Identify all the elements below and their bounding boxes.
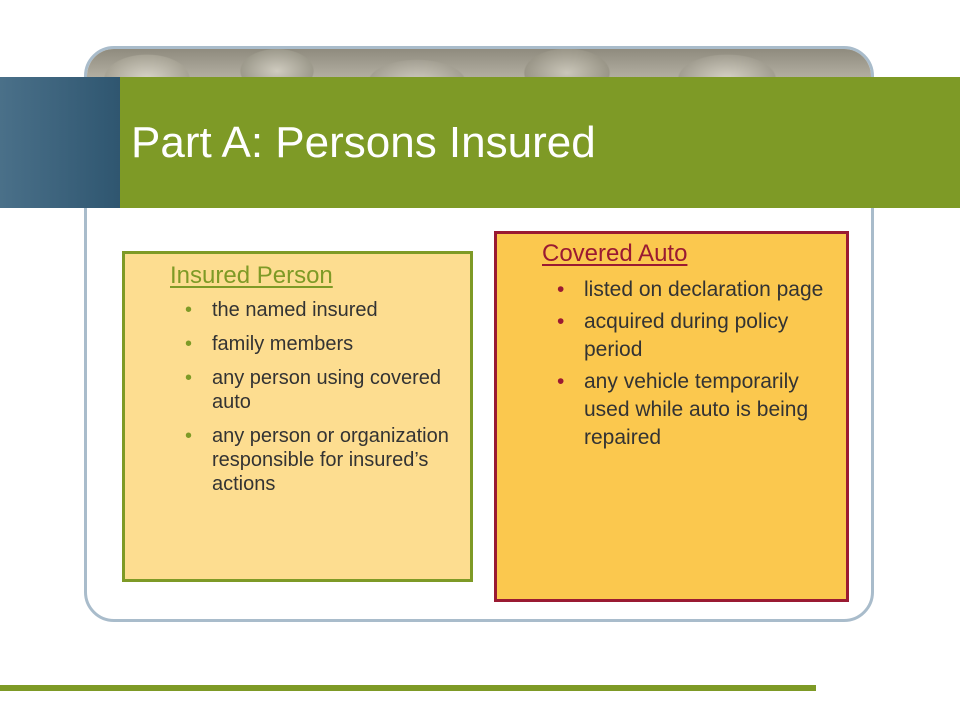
list-item-text: any person using covered auto xyxy=(212,367,442,413)
list-item-text: listed on declaration page xyxy=(584,278,824,301)
covered-auto-list: • listed on declaration page • acquired du… xyxy=(542,276,832,452)
bullet-icon: • xyxy=(185,425,193,447)
list-item: • family members xyxy=(170,332,456,356)
insured-person-heading: Insured Person xyxy=(170,262,333,289)
slide-title: Part A: Persons Insured xyxy=(131,118,596,167)
list-item-text: family members xyxy=(212,333,354,355)
list-item-text: any person or organization responsible f… xyxy=(212,425,449,495)
footer-rule xyxy=(0,685,816,691)
bullet-icon: • xyxy=(557,370,565,393)
list-item-text: the named insured xyxy=(212,299,378,321)
list-item-text: any vehicle temporarily used while auto … xyxy=(584,370,809,449)
bullet-icon: • xyxy=(557,310,565,333)
title-bar xyxy=(120,77,960,208)
list-item: • the named insured xyxy=(170,298,456,322)
insured-person-list: • the named insured • family members • any … xyxy=(170,298,456,496)
list-item: • any person using covered auto xyxy=(170,366,456,414)
insured-person-box: Insured Person • the named insured • famil… xyxy=(122,251,473,582)
bullet-icon: • xyxy=(185,367,193,389)
bullet-icon: • xyxy=(557,278,565,301)
covered-auto-box: Covered Auto • listed on declaration page… xyxy=(494,231,849,602)
bullet-icon: • xyxy=(185,299,193,321)
list-item: • any person or organization responsible … xyxy=(170,424,456,496)
list-item: • acquired during policy period xyxy=(542,308,832,364)
list-item: • listed on declaration page xyxy=(542,276,832,304)
bullet-icon: • xyxy=(185,333,193,355)
coins-photo-strip xyxy=(87,49,871,81)
list-item: • any vehicle temporarily used while auto… xyxy=(542,368,832,452)
title-accent-bar xyxy=(0,77,120,208)
list-item-text: acquired during policy period xyxy=(584,310,789,361)
covered-auto-heading: Covered Auto xyxy=(542,240,688,267)
